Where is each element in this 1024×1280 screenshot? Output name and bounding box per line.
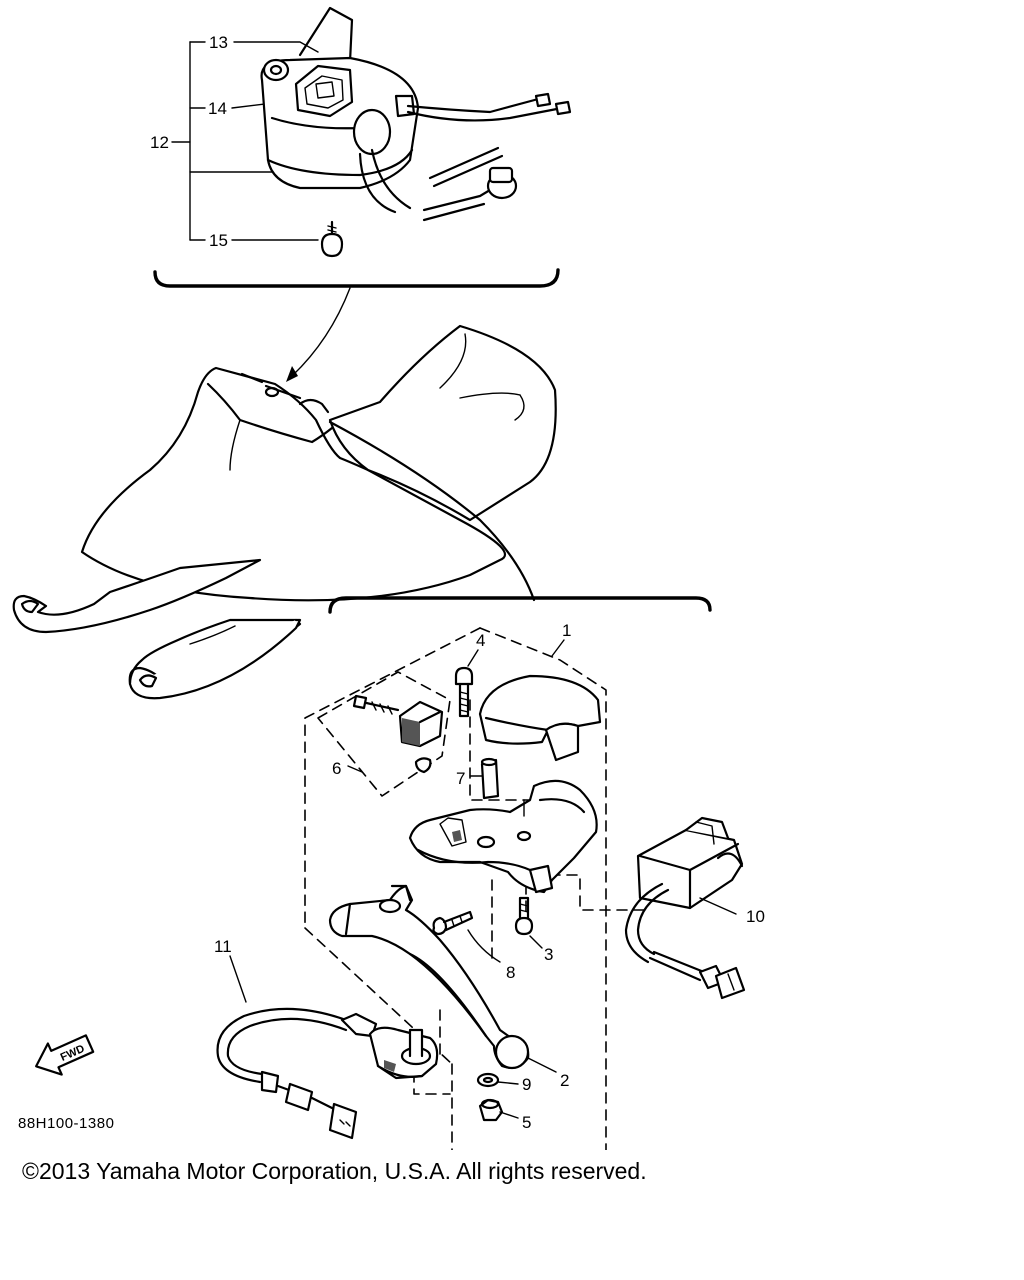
callout-7: 7: [456, 769, 465, 788]
callout-14: 14: [208, 99, 227, 118]
exploded-view-svg: FWD 13 14 12 15 1 4 6 7 10 3 8 11 2 9 5 …: [12, 6, 765, 1150]
copyright-notice: ©2013 Yamaha Motor Corporation, U.S.A. A…: [22, 1158, 647, 1184]
brake-lever-assembly: [216, 627, 746, 1150]
callout-4: 4: [476, 631, 485, 650]
snowmobile-body: [12, 324, 557, 700]
callout-10: 10: [746, 907, 765, 926]
callout-5: 5: [522, 1113, 531, 1132]
callout-2: 2: [560, 1071, 569, 1090]
callout-1: 1: [562, 621, 571, 640]
fwd-arrow: FWD: [35, 1034, 95, 1076]
callout-3: 3: [544, 945, 553, 964]
callout-12: 12: [150, 133, 169, 152]
callout-13: 13: [209, 33, 228, 52]
callout-9: 9: [522, 1075, 531, 1094]
callout-15: 15: [209, 231, 228, 250]
drawing-code: 88H100-1380: [18, 1115, 114, 1132]
callout-6: 6: [332, 759, 341, 778]
lower-inset-bracket: [328, 596, 712, 614]
callout-11: 11: [214, 937, 232, 956]
callout-8: 8: [506, 963, 515, 982]
switch-assembly-inset: [153, 6, 572, 382]
